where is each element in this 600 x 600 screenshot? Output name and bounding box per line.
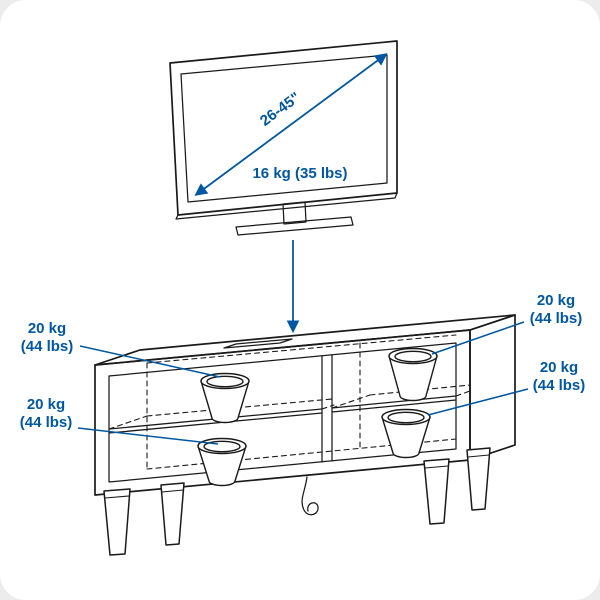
leader-left-bottom <box>77 427 219 445</box>
tv-bench-illustration <box>94 314 516 556</box>
line-art <box>94 40 516 556</box>
shelf-label-right-top-line2: (44 lbs) <box>530 310 583 327</box>
shelf-label-right-top-line1: 20 kg <box>537 292 575 309</box>
shelf-label-left-bottom-line2: (44 lbs) <box>20 414 73 431</box>
shelf-label-right-bottom: 20 kg (44 lbs) <box>533 359 586 394</box>
tv-frame-bottom-edge <box>175 192 398 220</box>
right-shelf-front-edge-lower <box>331 399 457 413</box>
right-shelf-front-edge <box>331 395 457 409</box>
bench-leg-front-right <box>423 458 450 525</box>
power-cable <box>301 476 319 516</box>
weight-cone-upper-right <box>388 347 438 402</box>
annotation-lines <box>77 53 529 445</box>
weight-cone-upper-left <box>200 372 250 424</box>
tv-size-arrow <box>194 53 388 196</box>
tv-illustration <box>169 40 398 236</box>
shelf-label-left-top-line1: 20 kg <box>28 320 66 337</box>
tv-weight-label: 16 kg (35 lbs) <box>252 165 347 182</box>
tv-stand-base <box>235 216 354 236</box>
shelf-label-left-top-line2: (44 lbs) <box>21 338 74 355</box>
weight-cone-lower-right <box>381 408 431 459</box>
shelf-label-left-top: 20 kg (44 lbs) <box>21 320 74 355</box>
cable-outlet <box>223 338 293 349</box>
bench-front-opening <box>108 342 457 483</box>
tv-diagonal-label: 26-45" <box>257 89 304 130</box>
bench-leg-front-left <box>103 488 131 556</box>
shelf-label-right-top: 20 kg (44 lbs) <box>530 292 583 327</box>
bench-right-face <box>469 314 516 461</box>
left-shelf-front-edge-lower <box>108 412 323 434</box>
leader-left-top <box>79 345 221 378</box>
shelf-label-left-bottom: 20 kg (44 lbs) <box>20 396 73 431</box>
weight-cone-lower-left <box>197 437 247 487</box>
tv-stand-neck <box>282 201 307 225</box>
leader-right-bottom <box>427 388 529 416</box>
bench-leg-back-left <box>160 482 185 546</box>
shelf-label-left-bottom-line1: 20 kg <box>27 396 65 413</box>
bench-leg-back-right <box>466 447 491 511</box>
shelf-label-right-bottom-line1: 20 kg <box>540 359 578 376</box>
leader-right-top <box>431 321 525 355</box>
shelf-label-right-bottom-line2: (44 lbs) <box>533 377 586 394</box>
